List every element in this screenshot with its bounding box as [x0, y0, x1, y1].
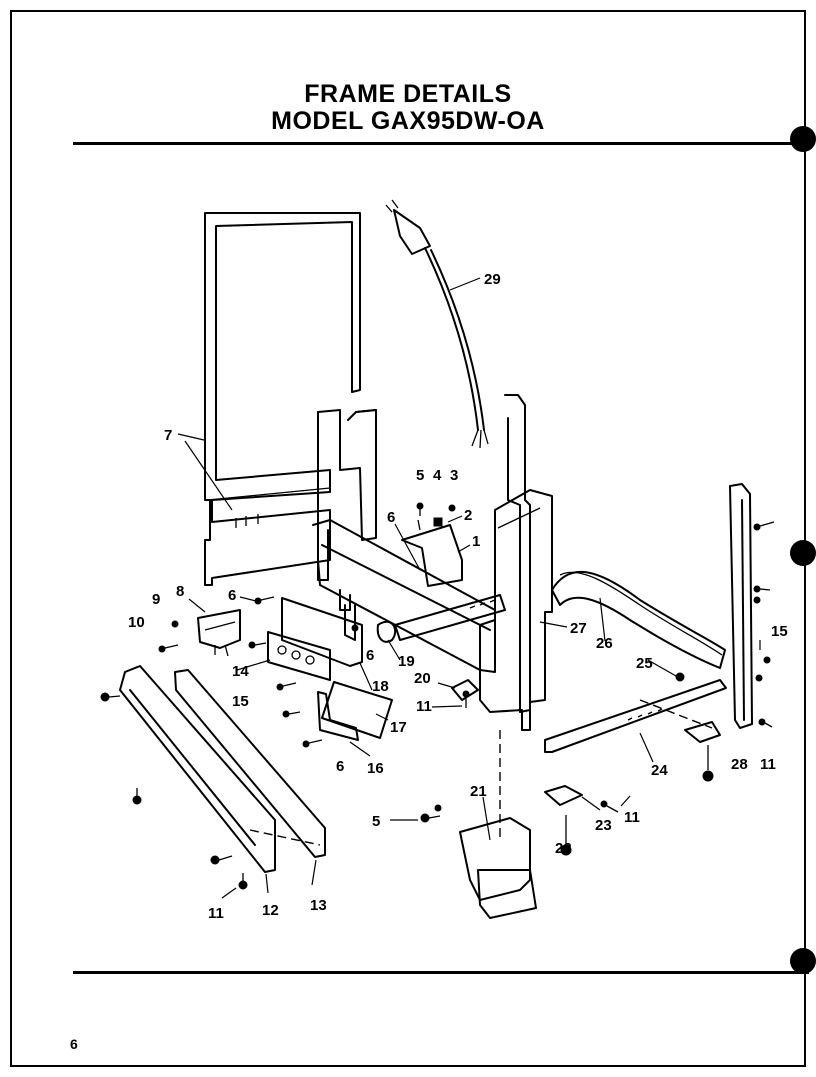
- callout-5: 5: [416, 467, 424, 484]
- callout-6: 6: [366, 647, 374, 664]
- part-12-toe-plate: [119, 665, 276, 873]
- screws: [100, 502, 775, 890]
- part-20-clip: [451, 679, 479, 701]
- callout-25: 25: [636, 655, 653, 672]
- callout-18: 18: [372, 678, 389, 695]
- callout-21: 21: [470, 783, 487, 800]
- page-number: 6: [70, 1036, 78, 1052]
- callout-4: 4: [433, 467, 442, 484]
- callout-28: 28: [731, 756, 748, 773]
- diagram-title: FRAME DETAILS: [304, 80, 512, 108]
- part-8-bracket: [197, 609, 241, 657]
- callout-11: 11: [416, 698, 432, 715]
- callout-11: 11: [760, 756, 776, 773]
- model-number: MODEL GAX95DW-OA: [271, 107, 545, 135]
- binder-hole-top: [790, 126, 816, 152]
- part-13-toe-kick: [174, 669, 326, 858]
- callout-11: 11: [624, 809, 640, 826]
- callout-9: 9: [152, 591, 160, 608]
- alignment-line: [249, 829, 321, 846]
- callout-15: 15: [232, 693, 249, 710]
- callout-6: 6: [228, 587, 236, 604]
- callout-27: 27: [570, 620, 587, 637]
- callout-20: 20: [414, 670, 431, 687]
- alignment-line: [639, 699, 713, 729]
- part-23-leveler-bracket: [544, 721, 721, 806]
- part-16-handle: [317, 691, 359, 741]
- callout-6: 6: [336, 758, 344, 775]
- part-28-side-rail: [729, 483, 753, 729]
- footer-rule: [73, 971, 809, 974]
- part-1-motor-bracket: [401, 519, 463, 587]
- binder-hole-bottom: [790, 948, 816, 974]
- callout-1: 1: [472, 533, 480, 550]
- callout-17: 17: [390, 719, 407, 736]
- part-29-power-cord: [385, 199, 489, 449]
- callout-8: 8: [176, 583, 184, 600]
- callout-3: 3: [450, 467, 458, 484]
- binder-hole-middle: [790, 540, 816, 566]
- part-7-side-panel: [204, 212, 361, 586]
- callout-15: 15: [771, 623, 788, 640]
- header-rule: [73, 142, 809, 145]
- callout-14: 14: [232, 663, 249, 680]
- callout-29: 29: [484, 271, 501, 288]
- part-26-top-brace: [551, 571, 726, 669]
- part-19-clip: [376, 620, 397, 643]
- part-21-leveler-bracket: [459, 817, 537, 919]
- callout-12: 12: [262, 902, 279, 919]
- callout-10: 10: [128, 614, 145, 631]
- callout-16: 16: [367, 760, 384, 777]
- callout-22: 22: [555, 840, 572, 857]
- callout-5: 5: [372, 813, 380, 830]
- part-17-plate: [321, 681, 393, 739]
- callout-2: 2: [464, 507, 472, 524]
- callout-13: 13: [310, 897, 327, 914]
- callout-24: 24: [651, 762, 668, 779]
- part-27-frame-assembly: [312, 394, 553, 731]
- part-14-switch-plate: [267, 631, 331, 681]
- callout-19: 19: [398, 653, 415, 670]
- callout-23: 23: [595, 817, 612, 834]
- callout-26: 26: [596, 635, 613, 652]
- callout-6: 6: [387, 509, 395, 526]
- callout-11: 11: [208, 905, 224, 922]
- part-24-bottom-angle: [544, 679, 727, 753]
- leader-lines: [177, 277, 761, 899]
- callout-7: 7: [164, 427, 172, 444]
- part-18-cover: [281, 597, 363, 667]
